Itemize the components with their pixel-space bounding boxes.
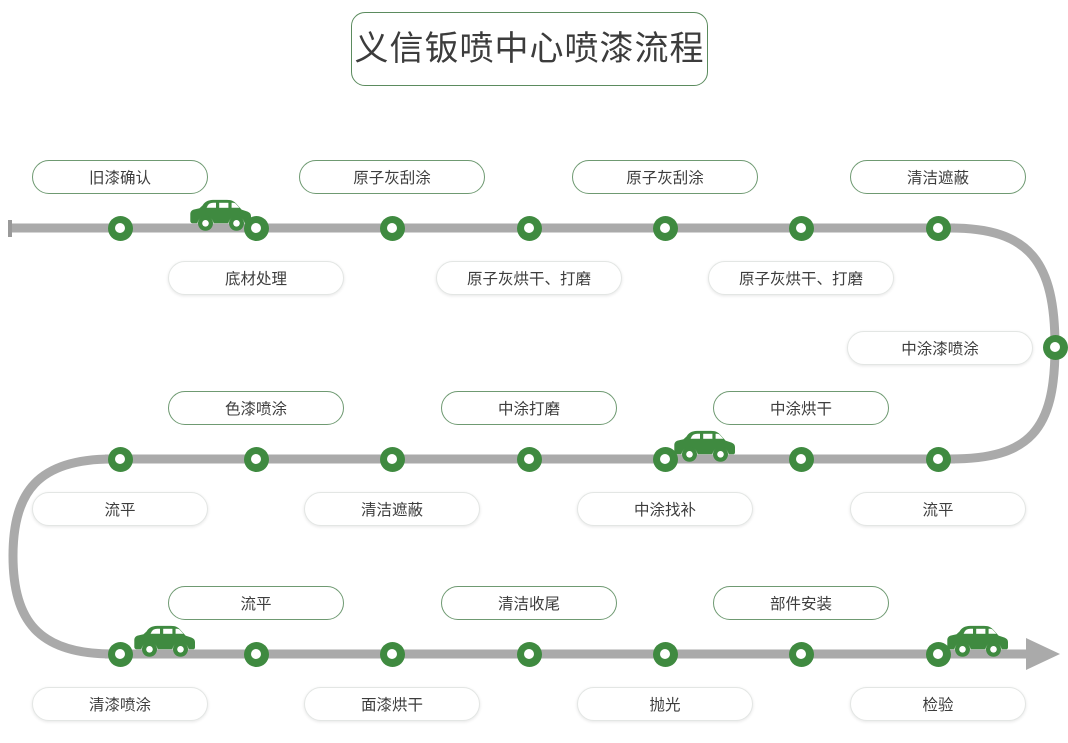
step-pill-r1-s6[interactable]: 原子灰烘干、打磨 [708, 261, 894, 295]
step-pill-r2-s6[interactable]: 中涂烘干 [713, 391, 889, 425]
step-label: 面漆烘干 [360, 697, 423, 714]
step-pill-r3-s1[interactable]: 清漆喷涂 [32, 687, 208, 721]
flow-node-r2-s5[interactable] [652, 446, 678, 472]
flow-node-r1-s5[interactable] [652, 215, 678, 241]
track-left-u-turn [8, 454, 113, 659]
flow-node-r2-s4[interactable] [516, 446, 542, 472]
flow-node-r2-s2[interactable] [243, 446, 269, 472]
step-pill-r2-s2[interactable]: 色漆喷涂 [168, 391, 344, 425]
step-pill-connector-1[interactable]: 中涂漆喷涂 [847, 331, 1033, 365]
flow-node-r2-s6[interactable] [788, 446, 814, 472]
right-u-turn-node[interactable] [1042, 334, 1068, 360]
step-pill-r1-s5[interactable]: 原子灰刮涂 [572, 160, 758, 194]
step-pill-r3-s3[interactable]: 面漆烘干 [304, 687, 480, 721]
flow-node-r3-s4[interactable] [516, 641, 542, 667]
step-pill-r3-s7[interactable]: 检验 [850, 687, 1026, 721]
step-label: 中涂找补 [633, 502, 696, 519]
step-label: 原子灰烘干、打磨 [738, 271, 863, 288]
step-label: 清洁收尾 [497, 596, 560, 613]
flow-node-r1-s2[interactable] [243, 215, 269, 241]
step-pill-r1-s7[interactable]: 清洁遮蔽 [850, 160, 1026, 194]
step-label: 清洁遮蔽 [906, 170, 969, 187]
flow-node-r1-s6[interactable] [788, 215, 814, 241]
flow-node-r1-s1[interactable] [107, 215, 133, 241]
step-label: 抛光 [649, 697, 681, 714]
step-label: 中涂烘干 [769, 401, 832, 418]
flow-node-r3-s3[interactable] [379, 641, 405, 667]
car-icon [946, 622, 1010, 658]
car-icon [133, 622, 197, 658]
step-pill-r1-s2[interactable]: 底材处理 [168, 261, 344, 295]
flow-node-r3-s7[interactable] [925, 641, 951, 667]
step-label: 中涂打磨 [497, 401, 560, 418]
step-label: 原子灰刮涂 [626, 170, 704, 187]
flow-node-r3-s5[interactable] [652, 641, 678, 667]
step-pill-r2-s7[interactable]: 流平 [850, 492, 1026, 526]
step-label: 清漆喷涂 [88, 697, 151, 714]
step-label: 清洁遮蔽 [360, 502, 423, 519]
step-label: 底材处理 [224, 271, 287, 288]
page-title-box: 义信钣喷中心喷漆流程 [351, 12, 708, 86]
step-pill-r1-s4[interactable]: 原子灰烘干、打磨 [436, 261, 622, 295]
step-label: 流平 [104, 502, 136, 519]
step-label: 原子灰刮涂 [353, 170, 431, 187]
step-pill-r3-s2[interactable]: 流平 [168, 586, 344, 620]
step-pill-r3-s5[interactable]: 抛光 [577, 687, 753, 721]
track-arrow-head [1026, 638, 1060, 670]
car-icon [673, 427, 737, 463]
step-pill-r1-s3[interactable]: 原子灰刮涂 [299, 160, 485, 194]
flow-node-r3-s6[interactable] [788, 641, 814, 667]
flow-node-r2-s7[interactable] [925, 446, 951, 472]
flow-node-r3-s1[interactable] [107, 641, 133, 667]
step-pill-r2-s5[interactable]: 中涂找补 [577, 492, 753, 526]
step-pill-r2-s1[interactable]: 流平 [32, 492, 208, 526]
step-label: 色漆喷涂 [224, 401, 287, 418]
step-label: 流平 [922, 502, 954, 519]
step-label: 流平 [240, 596, 272, 613]
flow-node-r1-s7[interactable] [925, 215, 951, 241]
step-pill-r1-s1[interactable]: 旧漆确认 [32, 160, 208, 194]
step-pill-r3-s6[interactable]: 部件安装 [713, 586, 889, 620]
flow-node-r3-s2[interactable] [243, 641, 269, 667]
step-label: 部件安装 [769, 596, 832, 613]
step-label: 旧漆确认 [88, 170, 151, 187]
step-pill-r2-s3[interactable]: 清洁遮蔽 [304, 492, 480, 526]
flow-node-r1-s3[interactable] [379, 215, 405, 241]
step-label: 原子灰烘干、打磨 [466, 271, 591, 288]
track-start-cap [8, 220, 12, 237]
flow-node-r2-s3[interactable] [379, 446, 405, 472]
flow-node-r1-s4[interactable] [516, 215, 542, 241]
page-title: 义信钣喷中心喷漆流程 [354, 30, 705, 68]
step-label: 检验 [922, 697, 954, 714]
step-pill-r3-s4[interactable]: 清洁收尾 [441, 586, 617, 620]
step-label: 中涂漆喷涂 [901, 341, 979, 358]
flow-node-r2-s1[interactable] [107, 446, 133, 472]
step-pill-r2-s4[interactable]: 中涂打磨 [441, 391, 617, 425]
